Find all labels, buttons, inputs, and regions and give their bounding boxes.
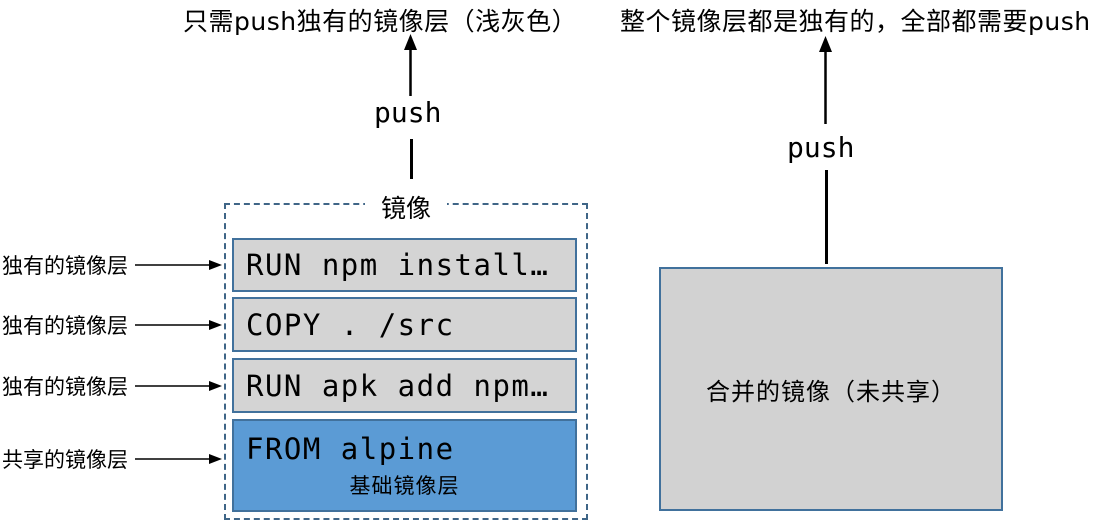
caption-right: 整个镜像层都是独有的，全部都需要push	[620, 7, 1091, 36]
push-label-left: push	[374, 96, 442, 129]
layer-run-apk-add: RUN apk add npm…	[232, 358, 577, 413]
side-label-shared: 共享的镜像层	[2, 444, 223, 474]
caption-left: 只需push独有的镜像层（浅灰色）	[183, 7, 578, 36]
merged-image-label: 合并的镜像（未共享）	[706, 377, 956, 406]
connector-line-left	[410, 139, 413, 179]
side-label-text: 独有的镜像层	[2, 254, 128, 278]
side-label-text: 共享的镜像层	[2, 448, 128, 472]
layer-from-alpine: FROM alpine 基础镜像层	[232, 419, 577, 512]
base-image-layer-label: 基础镜像层	[349, 473, 460, 498]
layer-from-alpine-code: FROM alpine	[246, 431, 455, 466]
side-label-unique-3: 独有的镜像层	[2, 371, 223, 401]
layer-run-npm-install: RUN npm install…	[232, 238, 577, 292]
right-arrow-icon	[135, 381, 222, 391]
up-arrow-icon-left	[404, 34, 417, 96]
push-label-right: push	[787, 131, 855, 164]
up-arrow-icon-right	[819, 36, 832, 124]
right-arrow-icon	[135, 320, 222, 330]
right-arrow-icon	[135, 260, 222, 270]
side-label-text: 独有的镜像层	[2, 375, 128, 399]
image-stack-title-wrap: 镜像	[224, 189, 588, 225]
connector-line-right	[825, 170, 828, 264]
layer-copy-src: COPY . /src	[232, 297, 577, 352]
right-arrow-icon	[135, 454, 222, 464]
side-label-unique-2: 独有的镜像层	[2, 310, 223, 340]
side-label-text: 独有的镜像层	[2, 314, 128, 338]
image-stack-title: 镜像	[364, 189, 447, 225]
side-label-unique-1: 独有的镜像层	[2, 250, 223, 280]
merged-image-box: 合并的镜像（未共享）	[659, 267, 1003, 511]
